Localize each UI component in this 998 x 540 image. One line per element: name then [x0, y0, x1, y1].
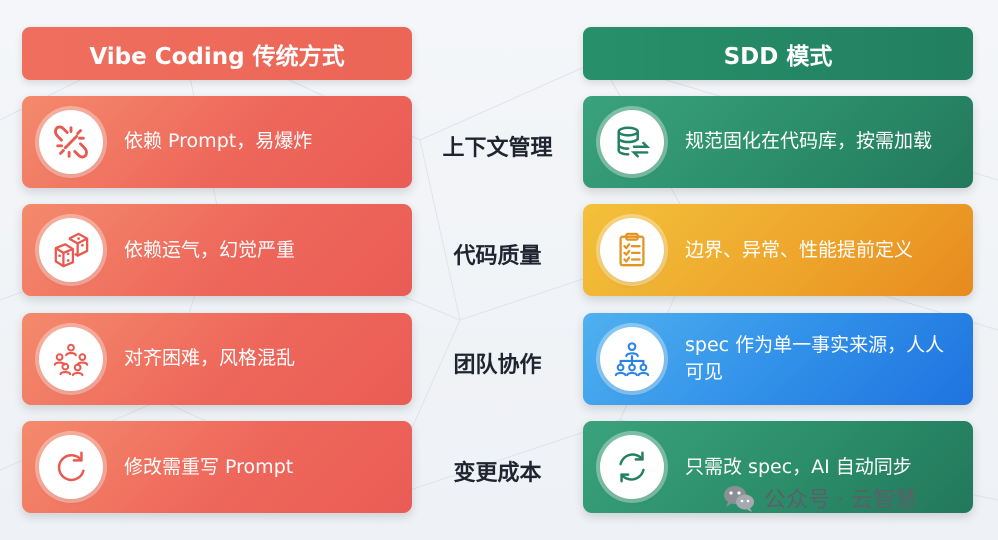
database-sync-icon	[600, 110, 664, 174]
row-label-team: 团队协作	[453, 353, 542, 378]
vibe-change-text: 修改需重写 Prompt	[124, 456, 294, 478]
redo-icon	[39, 435, 103, 499]
sdd-quality-text: 边界、异常、性能提前定义	[685, 239, 914, 261]
sdd-card-team: spec 作为单一事实来源，人人可见	[583, 313, 973, 405]
row-label-context: 上下文管理	[442, 136, 553, 161]
scattered-people-icon	[39, 327, 103, 391]
header-vibe-coding: Vibe Coding 传统方式	[22, 27, 412, 80]
vibe-card-context: 依赖 Prompt，易爆炸	[22, 96, 412, 188]
watermark: 公众号 · 云智慧	[722, 482, 917, 514]
wechat-icon	[724, 486, 754, 512]
vibe-team-text: 对齐困难，风格混乱	[124, 347, 296, 369]
row-label-change: 变更成本	[453, 461, 542, 486]
sdd-card-context: 规范固化在代码库，按需加载	[583, 96, 973, 188]
watermark-text: 公众号 · 云智慧	[764, 488, 917, 513]
clipboard-checklist-icon	[600, 218, 664, 282]
broken-link-icon	[39, 110, 103, 174]
header-sdd: SDD 模式	[583, 27, 973, 80]
sdd-context-text: 规范固化在代码库，按需加载	[685, 130, 933, 152]
vibe-context-text: 依赖 Prompt，易爆炸	[124, 130, 313, 152]
vibe-quality-text: 依赖运气，幻觉严重	[124, 239, 296, 261]
vibe-card-team: 对齐困难，风格混乱	[22, 313, 412, 405]
dice-icon	[39, 218, 103, 282]
sdd-team-text: spec 作为单一事实来源，人人可见	[685, 334, 945, 383]
header-sdd-title: SDD 模式	[723, 43, 833, 70]
sdd-card-quality: 边界、异常、性能提前定义	[583, 204, 973, 296]
row-label-quality: 代码质量	[453, 244, 542, 269]
sync-icon	[600, 435, 664, 499]
header-vibe-coding-title: Vibe Coding 传统方式	[89, 43, 345, 70]
sdd-card-change: 只需改 spec，AI 自动同步	[583, 421, 973, 513]
sdd-change-text: 只需改 spec，AI 自动同步	[685, 456, 912, 478]
vibe-card-quality: 依赖运气，幻觉严重	[22, 204, 412, 296]
team-hierarchy-icon	[600, 327, 664, 391]
vibe-card-change: 修改需重写 Prompt	[22, 421, 412, 513]
